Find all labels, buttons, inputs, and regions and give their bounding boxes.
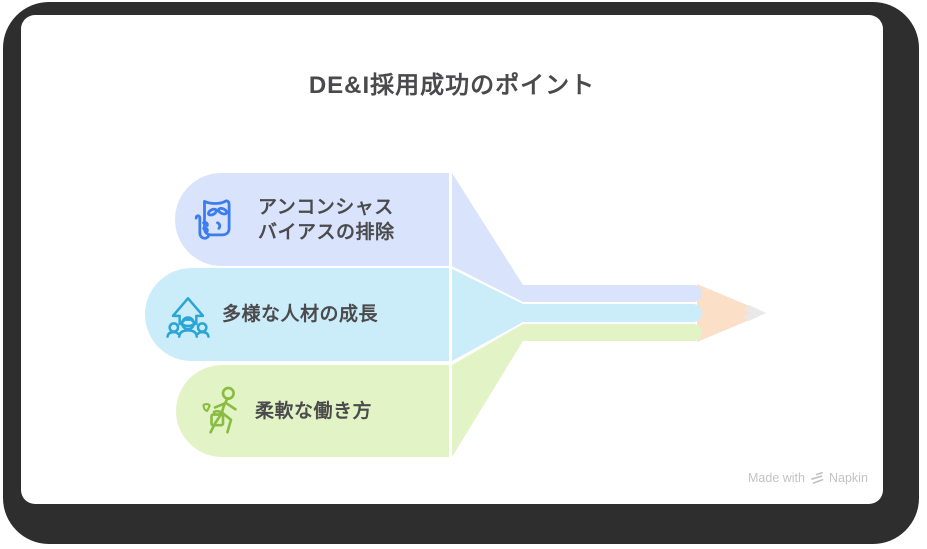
funnel-1 bbox=[452, 173, 523, 302]
item-label-line: 多様な人材の成長 bbox=[222, 304, 379, 325]
pencil-graphite-tip bbox=[743, 305, 766, 321]
item-label-line: バイアスの排除 bbox=[258, 221, 395, 243]
item-label-unconscious-bias: アンコンシャス バイアスの排除 bbox=[258, 195, 395, 245]
napkin-watermark: Made with Napkin bbox=[748, 471, 868, 485]
item-band-unconscious-bias: アンコンシャス バイアスの排除 bbox=[175, 173, 449, 266]
item-label-line: アンコンシャス bbox=[258, 196, 394, 218]
watermark-brand: Napkin bbox=[828, 471, 868, 485]
pencil-wood-tip bbox=[697, 284, 766, 342]
funnel-3 bbox=[452, 324, 523, 457]
item-band-diverse-talent-growth: 多様な人材の成長 bbox=[145, 268, 449, 361]
funnel-2 bbox=[452, 269, 523, 361]
mask-icon bbox=[194, 199, 231, 240]
item-label-flexible-workstyle: 柔軟な働き方 bbox=[255, 399, 372, 424]
napkin-logo-icon bbox=[811, 471, 824, 484]
item-label-line: 柔軟な働き方 bbox=[255, 400, 373, 422]
walking-person-bag-icon bbox=[202, 386, 237, 434]
growth-arrow-people-icon bbox=[166, 296, 210, 338]
item-band-flexible-workstyle: 柔軟な働き方 bbox=[176, 365, 449, 457]
pencil-bar-1 bbox=[523, 285, 702, 302]
pencil-bar-3 bbox=[523, 324, 702, 341]
pencil-bar-2 bbox=[523, 304, 702, 322]
item-label-diverse-talent-growth: 多様な人材の成長 bbox=[222, 302, 378, 327]
watermark-prefix: Made with bbox=[748, 471, 805, 485]
diagram-title: DE&I採用成功のポイント bbox=[308, 72, 596, 99]
